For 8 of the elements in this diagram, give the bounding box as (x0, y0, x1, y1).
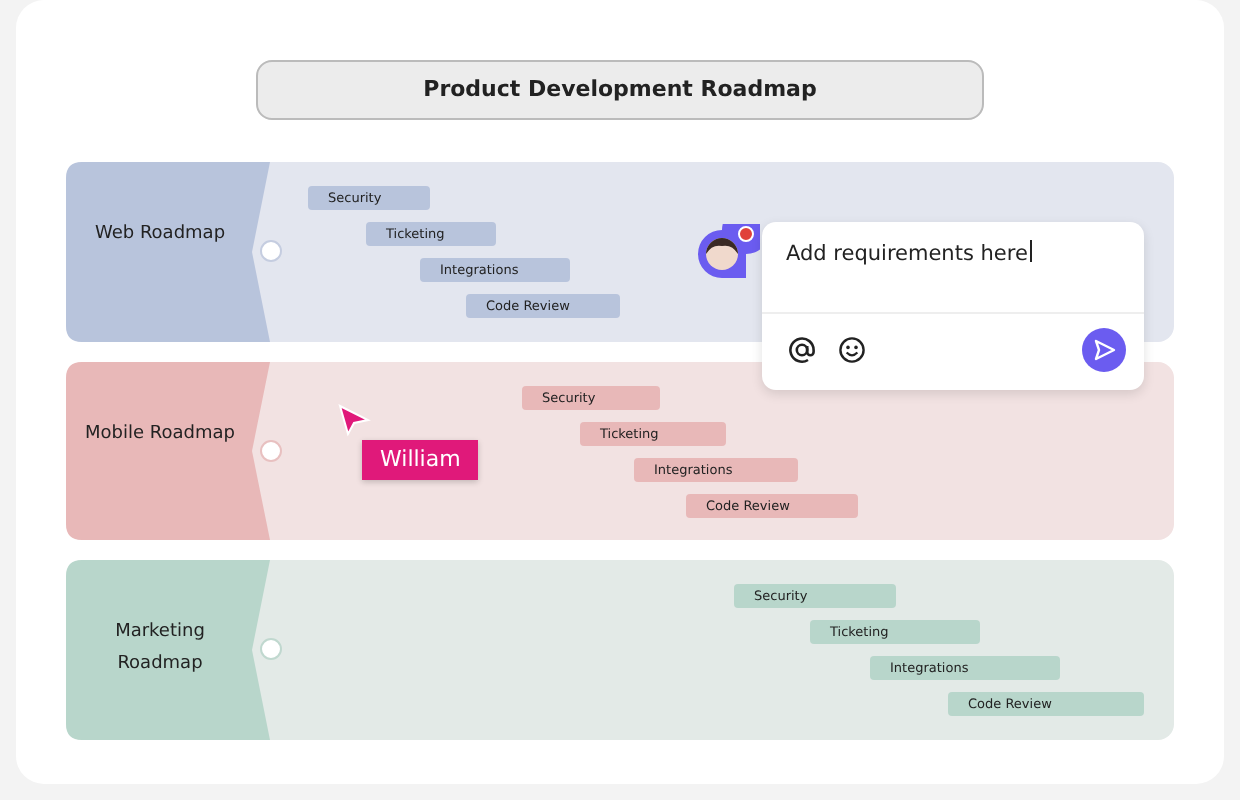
lane-title: Mobile Roadmap (83, 421, 237, 447)
roadmap-lane (66, 560, 1174, 740)
comment-input-field: Add requirements here (762, 222, 1144, 314)
user-name-tag: William (362, 440, 479, 480)
title-banner: Product Development Roadmap (256, 60, 984, 120)
lane-title: Marketing Roadmap (113, 620, 207, 678)
roadmap-lane (66, 362, 1174, 540)
lane-title: Web Roadmap (92, 222, 228, 248)
